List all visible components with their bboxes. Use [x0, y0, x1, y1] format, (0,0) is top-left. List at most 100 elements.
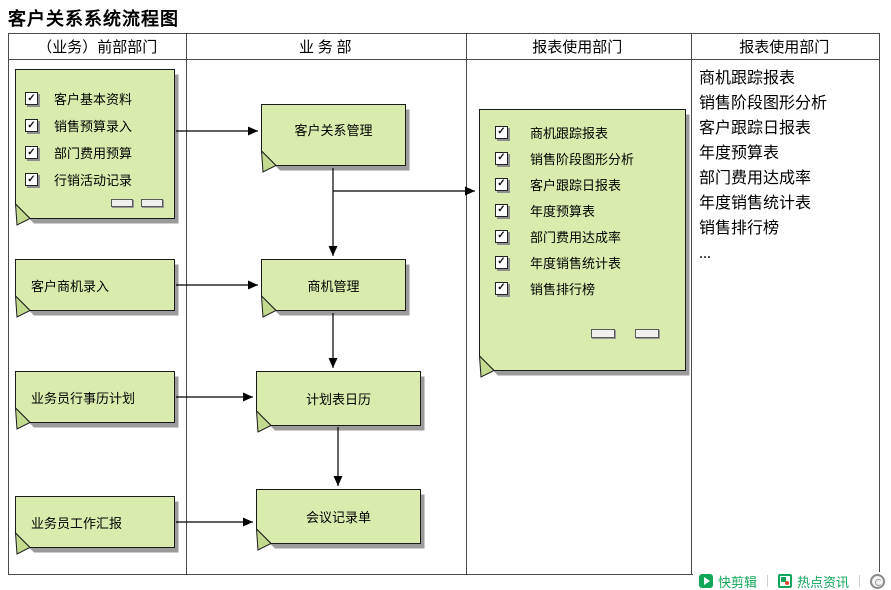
play-icon	[703, 577, 710, 585]
checkbox-checked-icon: ✓	[25, 146, 38, 159]
divider	[766, 575, 768, 587]
flow-box-opportunity-management: 商机管理	[260, 259, 410, 318]
flow-box-label: 客户商机录入	[31, 278, 110, 294]
report-list-item: 年度销售统计表	[699, 195, 812, 212]
checklist-item: ✓ 销售排行榜	[495, 275, 634, 301]
checklist-item: ✓ 销售阶段图形分析	[495, 145, 634, 171]
check-mark: ✓	[497, 178, 506, 189]
checkbox-checked-icon: ✓	[495, 203, 508, 217]
check-mark: ✓	[497, 126, 506, 137]
input-checklist: ✓ 客户基本资料 ✓ 销售预算录入 ✓ 部门费用预算 ✓ 行销活动记录	[25, 85, 132, 193]
checkbox-checked-icon: ✓	[495, 281, 508, 295]
hot-news-label: 热点资讯	[796, 574, 849, 590]
quick-clip-label: 快剪辑	[717, 574, 757, 590]
check-mark: ✓	[497, 152, 506, 163]
report-list-item: 部门费用达成率	[699, 170, 812, 187]
column-header-front-dept: （业务）前部部门	[37, 40, 158, 56]
checklist-item-label: 行销活动记录	[54, 173, 133, 188]
checklist-item-label: 年度销售统计表	[530, 255, 622, 271]
mini-button	[591, 329, 615, 338]
report-list-item: 年度预算表	[699, 145, 780, 162]
flow-box-label: 计划表日历	[305, 392, 371, 407]
column-headers: （业务）前部部门 业 务 部 报表使用部门 报表使用部门	[9, 34, 879, 60]
folded-document-shape-svg	[478, 109, 690, 378]
report-documents-shape: ✓ 商机跟踪报表 ✓ 销售阶段图形分析 ✓ 客户跟踪日报表 ✓ 年度预算表 ✓	[478, 109, 690, 378]
page-title: 客户关系系统流程图	[8, 9, 179, 29]
folded-document-shape-svg	[260, 259, 410, 318]
flow-box-crm: 客户关系管理	[260, 104, 410, 173]
checkbox-checked-icon: ✓	[495, 125, 508, 139]
checklist-item-label: 客户跟踪日报表	[530, 177, 622, 193]
mini-buttons	[591, 329, 659, 338]
check-mark: ✓	[497, 282, 506, 293]
check-mark: ✓	[497, 204, 506, 215]
folded-document-shape-svg	[14, 259, 179, 318]
report-list-item: 销售排行榜	[699, 220, 780, 237]
report-list-item: 客户跟踪日报表	[699, 120, 812, 137]
column-header-report-users-2: 报表使用部门	[739, 40, 830, 56]
flow-box-meeting-minutes: 会议记录单	[255, 489, 425, 551]
column-header-report-users: 报表使用部门	[532, 40, 623, 56]
flow-box-label: 业务员工作汇报	[31, 515, 123, 531]
flow-box-salesman-work-report: 业务员工作汇报	[14, 496, 179, 555]
flowchart-diagram: （业务）前部部门 业 务 部 报表使用部门 报表使用部门	[8, 33, 880, 575]
checklist-item: ✓ 销售预算录入	[25, 112, 132, 139]
checklist-item-label: 商机跟踪报表	[530, 125, 609, 141]
quick-clip-button[interactable]: 快剪辑	[698, 572, 757, 590]
divider	[859, 575, 860, 587]
checklist-item-label: 销售排行榜	[530, 281, 596, 297]
checklist-item: ✓ 行销活动记录	[25, 166, 132, 193]
checklist-item-label: 销售预算录入	[54, 119, 133, 134]
check-mark: ✓	[497, 256, 506, 267]
folded-document-shape-svg	[255, 489, 425, 551]
checklist-item: ✓ 商机跟踪报表	[495, 119, 634, 145]
checklist-item: ✓ 部门费用预算	[25, 139, 132, 166]
flow-box-label: 客户关系管理	[294, 123, 373, 138]
flow-box-salesman-calendar-plan: 业务员行事历计划	[14, 371, 179, 430]
report-list-item: 销售阶段图形分析	[699, 95, 828, 112]
folded-document-shape-svg	[14, 371, 179, 430]
checklist-item-label: 年度预算表	[530, 203, 596, 219]
mini-button	[141, 199, 163, 207]
mini-button	[111, 199, 133, 207]
flow-box-schedule-calendar: 计划表日历	[255, 371, 425, 433]
column-divider	[186, 34, 187, 574]
floating-ball-icon[interactable]	[870, 573, 885, 589]
checklist-item-label: 销售阶段图形分析	[530, 151, 635, 167]
checkbox-checked-icon: ✓	[495, 255, 508, 269]
column-divider	[691, 34, 692, 574]
checklist-item: ✓ 客户基本资料	[25, 85, 132, 112]
checkbox-checked-icon: ✓	[25, 92, 38, 105]
report-list-item: ...	[699, 245, 711, 262]
mini-button	[635, 329, 659, 338]
checklist-item: ✓ 年度销售统计表	[495, 249, 634, 275]
check-mark: ✓	[27, 146, 36, 158]
checklist-item: ✓ 年度预算表	[495, 197, 634, 223]
report-list: 商机跟踪报表 销售阶段图形分析 客户跟踪日报表 年度预算表 部门费用达成率 年度…	[699, 66, 827, 266]
checkbox-checked-icon: ✓	[495, 151, 508, 165]
check-mark: ✓	[27, 119, 36, 131]
checkbox-checked-icon: ✓	[25, 119, 38, 132]
checklist-item-label: 客户基本资料	[54, 92, 133, 107]
report-list-item: 商机跟踪报表	[699, 70, 796, 87]
checklist-item: ✓ 部门费用达成率	[495, 223, 634, 249]
input-documents-shape: ✓ 客户基本资料 ✓ 销售预算录入 ✓ 部门费用预算 ✓ 行销活动记录	[14, 69, 179, 226]
hot-news-button[interactable]: 热点资讯	[777, 572, 849, 590]
check-mark: ✓	[27, 173, 36, 185]
flow-box-label: 会议记录单	[305, 510, 371, 525]
checklist-item: ✓ 客户跟踪日报表	[495, 171, 634, 197]
checkbox-checked-icon: ✓	[495, 229, 508, 243]
checkbox-checked-icon: ✓	[25, 173, 38, 186]
checklist-item-label: 部门费用预算	[54, 146, 133, 161]
column-header-business-dept: 业 务 部	[299, 40, 352, 56]
checklist-item-label: 部门费用达成率	[530, 229, 622, 245]
hot-news-icon	[777, 574, 792, 588]
mini-buttons	[111, 199, 163, 207]
folded-document-shape-svg	[255, 371, 425, 433]
quick-clip-icon	[698, 574, 713, 588]
checkbox-checked-icon: ✓	[495, 177, 508, 191]
flow-box-customer-opportunity-entry: 客户商机录入	[14, 259, 179, 318]
folded-document-shape-svg	[14, 496, 179, 555]
check-mark: ✓	[497, 230, 506, 241]
